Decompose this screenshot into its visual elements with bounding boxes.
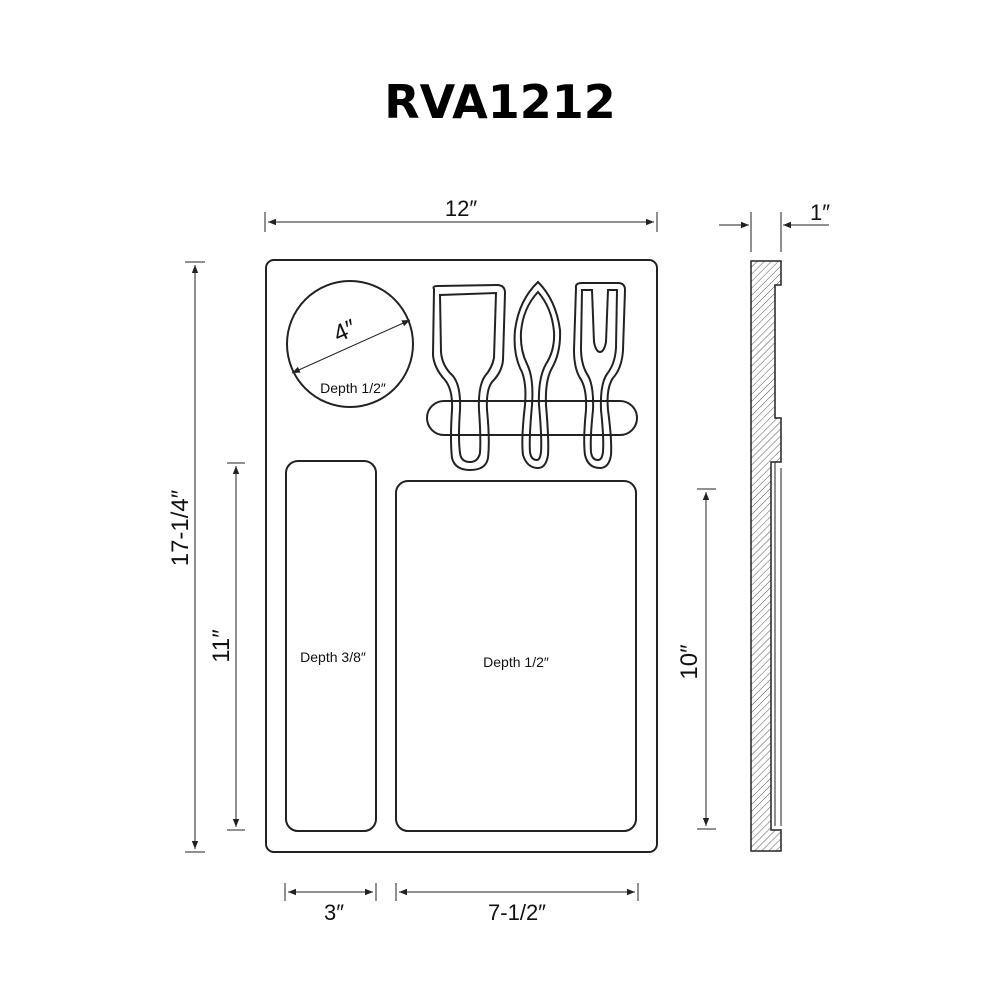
drawing-title: RVA1212	[384, 75, 616, 129]
overall-width-dimension: 12″	[264, 196, 658, 232]
right-panel-width-label: 7-1/2″	[488, 900, 546, 925]
tray-outline	[265, 259, 658, 853]
right-panel-width-dimension: 7-1/2″	[395, 883, 639, 925]
fork-recess	[572, 282, 627, 470]
right-panel: Depth 1/2″	[395, 480, 637, 832]
right-panel-height-label: 10″	[676, 644, 703, 680]
side-section-view	[750, 260, 782, 852]
circle-recess: 4″ Depth 1/2″	[286, 280, 414, 408]
overall-width-label: 12″	[445, 196, 477, 221]
left-slot-width-dimension: 3″	[284, 883, 377, 925]
knife-recess	[513, 280, 562, 470]
right-panel-depth-label: Depth 1/2″	[483, 654, 549, 670]
thickness-dimension: 1″	[719, 200, 830, 252]
left-slot-height-dimension: 11″	[208, 462, 245, 831]
spatula-recess	[431, 283, 507, 472]
left-slot: Depth 3/8″	[285, 460, 377, 832]
overall-height-dimension: 17-1/4″	[167, 261, 205, 853]
left-slot-depth-label: Depth 3/8″	[300, 649, 366, 665]
circle-depth-label: Depth 1/2″	[320, 380, 386, 396]
thickness-label: 1″	[810, 200, 830, 225]
right-panel-height-dimension: 10″	[676, 488, 716, 830]
left-slot-width-label: 3″	[324, 900, 344, 925]
circle-diameter-label: 4″	[329, 314, 360, 348]
left-slot-height-label: 11″	[208, 629, 235, 663]
overall-height-label: 17-1/4″	[167, 489, 194, 566]
